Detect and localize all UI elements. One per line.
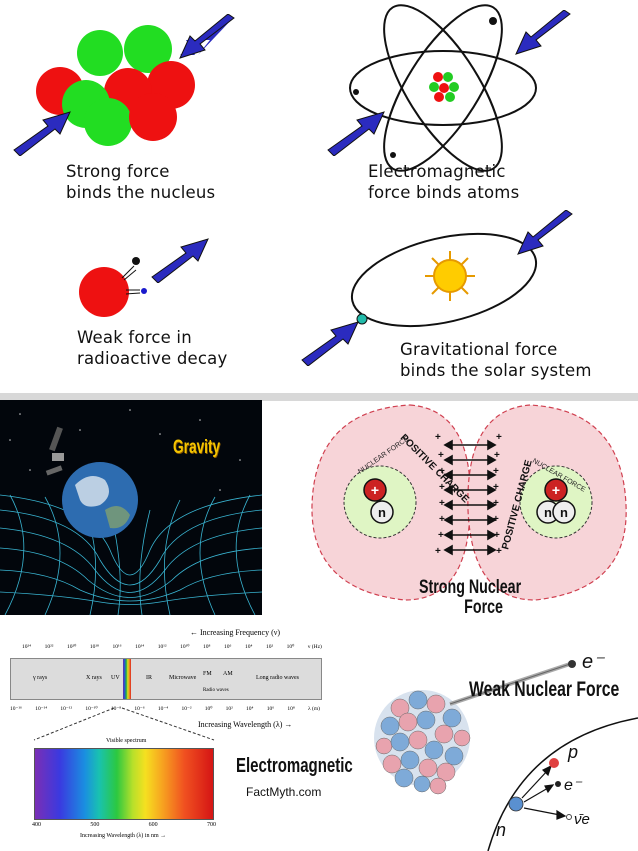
strong-nuclear-force-diagram: + n + n n NUCLEAR FORCE NUCLEAR FORCE PO… [311, 404, 627, 601]
caption-line: Electromagnetic [368, 162, 506, 181]
svg-text:+: + [439, 498, 445, 509]
gravity-illustration [0, 400, 262, 615]
caption-line: Strong force [66, 162, 170, 181]
proton-label: + [371, 482, 379, 498]
svg-text:+: + [493, 498, 499, 509]
visible-band [123, 659, 131, 699]
weak-force-diagram [79, 257, 147, 317]
divider [0, 393, 638, 401]
nucleus [36, 25, 195, 146]
svg-text:+: + [438, 450, 444, 461]
proton-label: + [552, 482, 560, 498]
svg-text:+: + [496, 432, 502, 443]
frequency-axis-label: ← Increasing Frequency (ν) [190, 628, 281, 637]
caption-line: Gravitational force [400, 340, 558, 359]
wavelength-axis-label: Increasing Wavelength (λ) → [198, 720, 293, 729]
weak-nuclear-force-diagram: e⁻ p e⁻ ν̄e n [374, 651, 638, 851]
caption-line: Strong Nuclear [419, 577, 522, 598]
svg-text:+: + [438, 530, 444, 541]
arrow-icon [13, 111, 71, 156]
nucleus [374, 690, 471, 795]
arrow-icon [515, 10, 571, 55]
caption-line: Weak force in [77, 328, 192, 347]
proton-right: + [544, 478, 568, 502]
force-arrows [443, 439, 497, 555]
nucleus [429, 72, 459, 102]
electron-label: e⁻ [564, 777, 583, 794]
caption-line: Force [464, 597, 503, 618]
svg-text:+: + [496, 546, 502, 557]
spacetime-grid [0, 494, 262, 615]
strong-force-caption: Strong force binds the nucleus [66, 161, 215, 203]
arrow-icon [151, 238, 209, 283]
credit: FactMyth.com [246, 785, 322, 799]
electron-ray [449, 660, 576, 706]
solar-system-diagram [350, 232, 538, 328]
svg-text:+: + [439, 482, 445, 493]
caption-line: binds the solar system [400, 361, 592, 380]
svg-text:+: + [493, 514, 499, 525]
svg-text:+: + [439, 466, 445, 477]
neutron-left: n [370, 500, 394, 524]
svg-text:+: + [494, 530, 500, 541]
electromagnetic-title: Electromagnetic [236, 755, 353, 777]
satellite-icon [45, 426, 64, 476]
strong-nuclear-caption: Strong Nuclear Force [419, 578, 521, 618]
arrow-icon [517, 210, 573, 255]
caption-line: radioactive decay [77, 349, 228, 368]
neutron-label: n [496, 820, 506, 840]
em-force-caption: Electromagnetic force binds atoms [368, 161, 519, 203]
visible-spectrum [34, 748, 214, 820]
caption-line: force binds atoms [368, 183, 520, 202]
gravity-title: Gravity [173, 437, 221, 458]
caption-line: binds the nucleus [66, 183, 216, 202]
antineutrino-label: ν̄e [574, 811, 590, 828]
visible-axis-label: Increasing Wavelength (λ) in nm → [80, 833, 167, 839]
atom-diagram [349, 4, 537, 172]
svg-text:+: + [494, 450, 500, 461]
zoom-lines [33, 707, 215, 741]
proton-label: p [567, 742, 578, 762]
proton-left: + [363, 478, 387, 502]
neutron-label: n [560, 505, 568, 520]
arrow-icon [179, 14, 235, 59]
spectrum-bar: γ rays X rays UV IR Microwave FM AM Long… [10, 658, 322, 700]
neutron-label: n [544, 505, 552, 520]
earth-icon [62, 462, 138, 538]
sun-icon [425, 251, 475, 301]
svg-text:+: + [439, 514, 445, 525]
arrow-icon [327, 111, 385, 156]
arrow-icon [301, 321, 359, 366]
svg-text:+: + [493, 466, 499, 477]
svg-text:+: + [435, 432, 441, 443]
neutron-label: n [378, 505, 386, 520]
weak-nuclear-title: Weak Nuclear Force [469, 678, 620, 701]
electron-label: e⁻ [582, 651, 605, 673]
gravity-force-caption: Gravitational force binds the solar syst… [400, 339, 592, 381]
svg-text:+: + [435, 546, 441, 557]
svg-text:+: + [493, 482, 499, 493]
neutron-right: n n [536, 500, 576, 524]
visible-spectrum-label: Visible spectrum [106, 738, 147, 744]
weak-force-caption: Weak force in radioactive decay [77, 327, 227, 369]
